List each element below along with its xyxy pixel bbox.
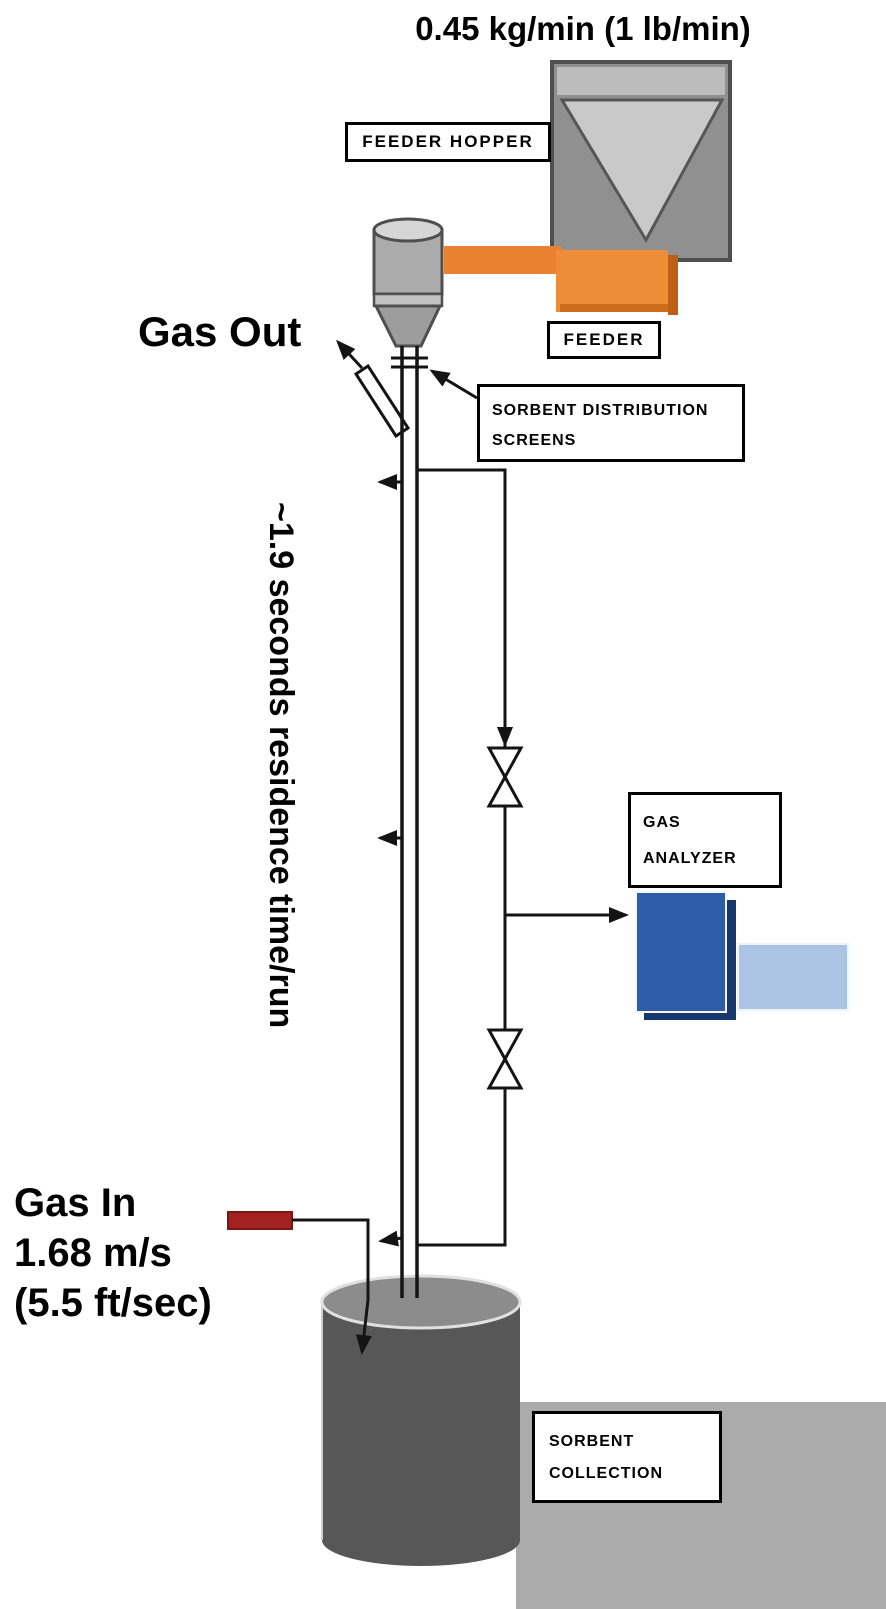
gas-in-label: Gas In 1.68 m/s (5.5 ft/sec) [14, 1178, 212, 1328]
sorbent-screens-label: SORBENT DISTRIBUTION SCREENS [477, 384, 745, 462]
gas-in-line1: Gas In [14, 1181, 137, 1225]
gas-in-pipe [227, 1211, 372, 1355]
feeder-hopper-shape [550, 60, 732, 262]
duct-tap-arrows [377, 474, 403, 1247]
valve-1 [486, 746, 524, 808]
sorbent-screens-line2: SCREENS [492, 432, 577, 449]
feeder-label: FEEDER [547, 321, 661, 359]
gas-in-line3: (5.5 ft/sec) [14, 1281, 212, 1325]
feed-rate-label: 0.45 kg/min (1 lb/min) [415, 10, 751, 47]
screens-pointer-arrow [429, 369, 478, 400]
gas-out-label: Gas Out [138, 308, 302, 355]
feeder-hopper-label: FEEDER HOPPER [345, 122, 551, 162]
gas-analyzer-label: GAS ANALYZER [628, 792, 782, 888]
sample-line [418, 468, 629, 1247]
valve-2 [486, 1028, 524, 1090]
feeder-shape [444, 246, 678, 315]
injection-cylinder-shape [372, 217, 444, 348]
sorbent-collection-line2: COLLECTION [549, 1465, 663, 1482]
gas-analyzer-line2: ANALYZER [643, 850, 737, 867]
residence-time-label: ~1.9 seconds residence time/run [262, 502, 300, 1029]
gas-analyzer-line1: GAS [643, 814, 681, 831]
gas-analyzer-shape [635, 891, 849, 1020]
gas-in-line2: 1.68 m/s [14, 1231, 172, 1275]
sorbent-collection-label: SORBENT COLLECTION [532, 1411, 722, 1503]
gas-out-pipe [335, 339, 411, 439]
sorbent-screens-line1: SORBENT DISTRIBUTION [492, 402, 709, 419]
sorbent-collection-line1: SORBENT [549, 1433, 635, 1450]
sorbent-collection-drum [320, 1274, 522, 1566]
duct-lines [391, 346, 428, 1298]
